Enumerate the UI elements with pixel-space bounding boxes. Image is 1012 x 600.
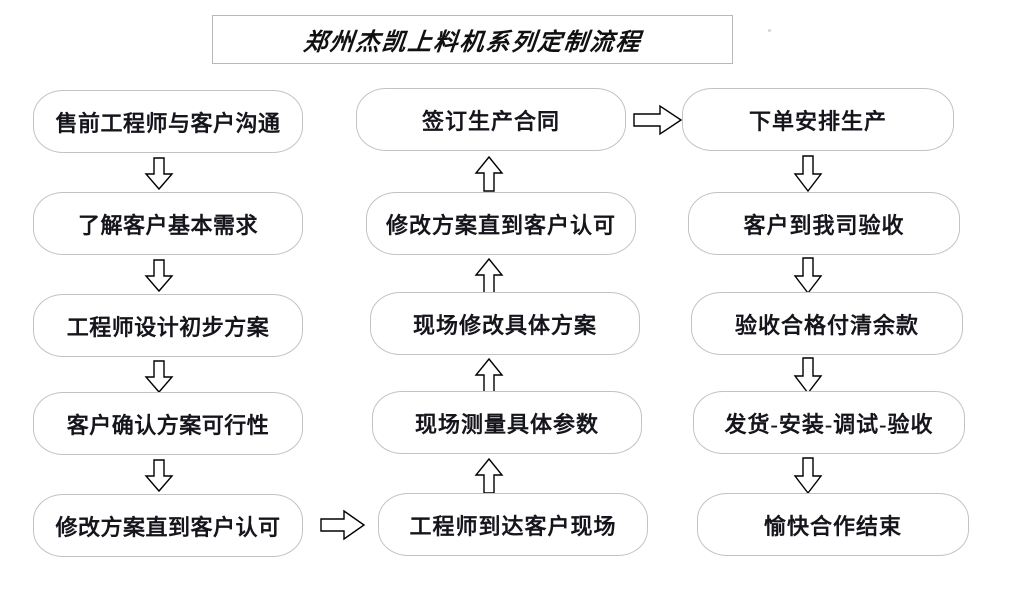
node-label: 签订生产合同	[421, 108, 560, 134]
node-c1n5[interactable]: 修改方案直到客户认可	[33, 494, 303, 557]
node-c2n5[interactable]: 工程师到达客户现场	[378, 493, 648, 556]
diagram-title-box: 郑州杰凯上料机系列定制流程	[212, 15, 733, 64]
node-c2n2[interactable]: 修改方案直到客户认可	[366, 192, 636, 255]
node-label: 愉快合作结束	[763, 513, 902, 539]
arrow-down-c3n4-c3n5	[791, 457, 825, 495]
node-c2n3[interactable]: 现场修改具体方案	[370, 292, 640, 355]
node-c3n5[interactable]: 愉快合作结束	[697, 493, 969, 556]
arrow-right-c1n5-c2n5	[320, 508, 366, 542]
node-label: 售前工程师与客户沟通	[55, 110, 281, 136]
node-label: 工程师设计初步方案	[66, 314, 270, 340]
node-c2n1[interactable]: 签订生产合同	[356, 88, 626, 151]
node-c3n2[interactable]: 客户到我司验收	[688, 192, 960, 255]
arrow-up-c2n3-c2n2	[472, 257, 506, 295]
node-c2n4[interactable]: 现场测量具体参数	[372, 391, 642, 454]
scan-artifact-dot	[768, 29, 771, 32]
arrow-down-c3n2-c3n3	[791, 257, 825, 295]
arrow-up-c2n5-c2n4	[472, 457, 506, 495]
arrow-up-c2n2-c2n1	[472, 155, 506, 193]
arrow-down-c1n3-c1n4	[142, 360, 176, 394]
node-label: 了解客户基本需求	[77, 212, 258, 238]
page-title: 郑州杰凯上料机系列定制流程	[301, 30, 643, 56]
arrow-right-c2n1-c3n1	[633, 103, 683, 137]
node-c1n1[interactable]: 售前工程师与客户沟通	[33, 90, 303, 153]
node-c1n3[interactable]: 工程师设计初步方案	[33, 294, 303, 357]
arrow-down-c3n3-c3n4	[791, 357, 825, 395]
node-label: 验收合格付清余款	[734, 312, 919, 338]
node-label: 修改方案直到客户认可	[55, 514, 281, 540]
node-label: 现场测量具体参数	[414, 411, 599, 437]
arrow-down-c3n1-c3n2	[791, 155, 825, 193]
arrow-up-c2n4-c2n3	[472, 357, 506, 395]
arrow-down-c1n4-c1n5	[142, 459, 176, 493]
node-label: 下单安排生产	[748, 108, 887, 134]
node-c3n3[interactable]: 验收合格付清余款	[691, 292, 963, 355]
node-label: 发货-安装-调试-验收	[724, 411, 934, 437]
node-label: 修改方案直到客户认可	[385, 212, 616, 238]
arrow-down-c1n2-c1n3	[142, 259, 176, 293]
node-label: 工程师到达客户现场	[409, 513, 617, 539]
node-c3n4[interactable]: 发货-安装-调试-验收	[693, 391, 965, 454]
node-label: 客户确认方案可行性	[66, 412, 270, 438]
node-label: 客户到我司验收	[743, 212, 905, 238]
node-c1n4[interactable]: 客户确认方案可行性	[33, 392, 303, 455]
node-label: 现场修改具体方案	[412, 312, 597, 338]
arrow-down-c1n1-c1n2	[142, 157, 176, 191]
node-c1n2[interactable]: 了解客户基本需求	[33, 192, 303, 255]
node-c3n1[interactable]: 下单安排生产	[682, 88, 954, 151]
